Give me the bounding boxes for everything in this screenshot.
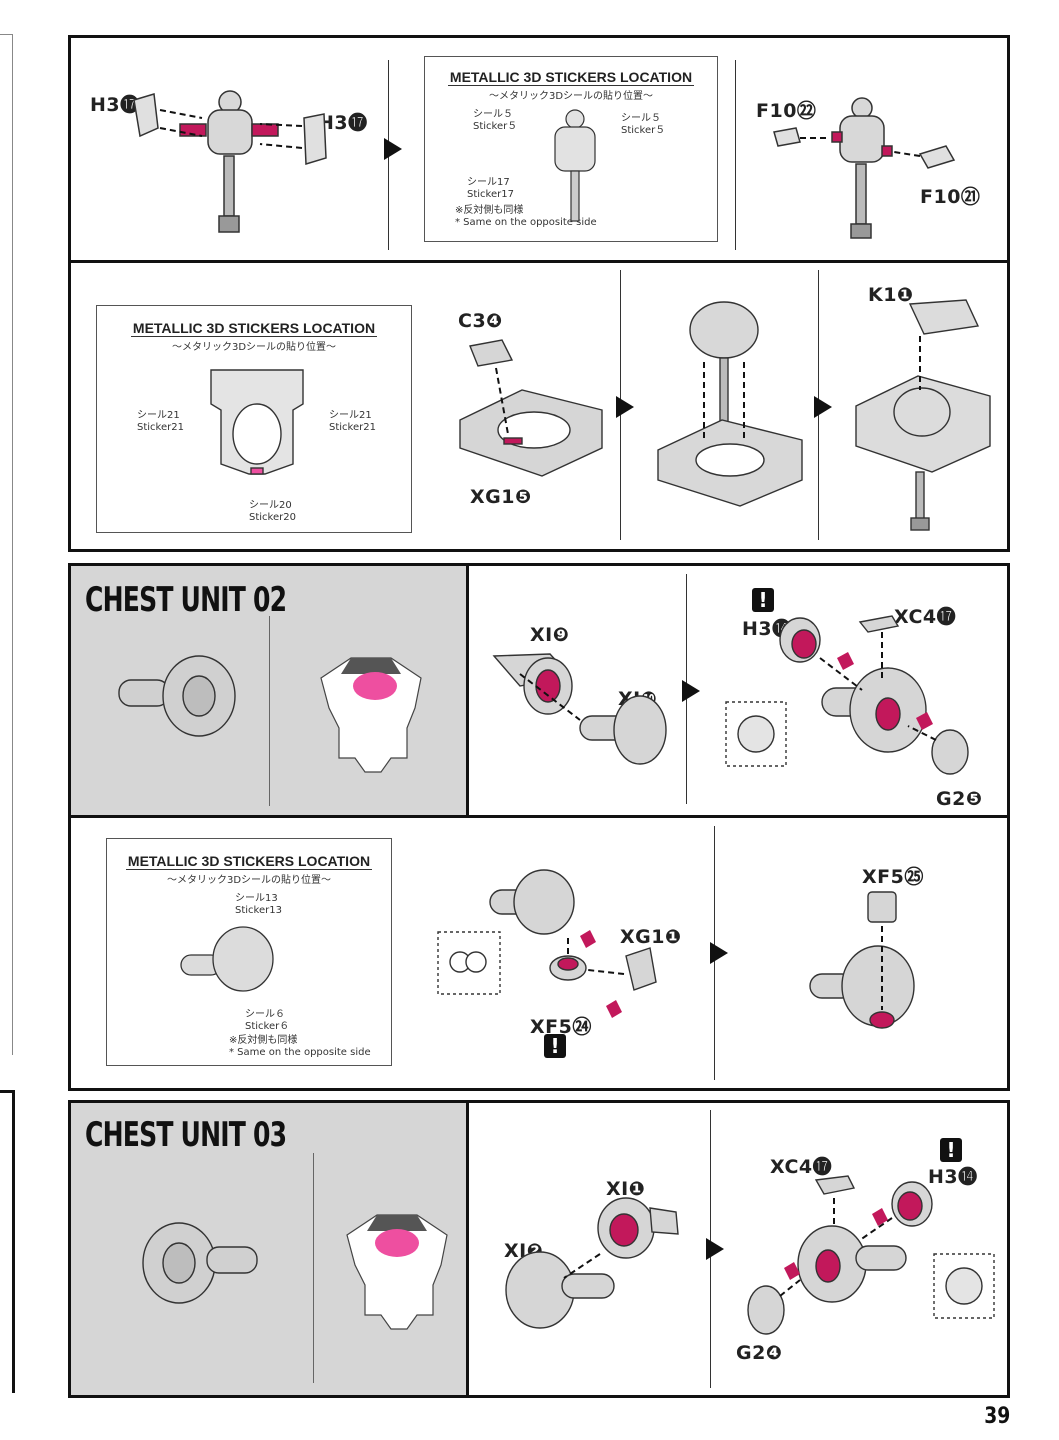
header-divider [269,616,270,806]
frame-c3-illustration [459,339,603,477]
torso-core-illustration [133,90,327,233]
part-label-f10-top: F10㉒ [756,100,817,122]
header-divider [313,1153,314,1383]
part-label-xf5-24: XF5㉔ [530,1016,592,1038]
step-arrow [814,396,832,418]
part-label-h3: H3⓮ [742,618,792,640]
chest-xf5-assembly-illustration [437,869,657,1018]
section-title: CHEST UNIT 03 [85,1115,287,1155]
part-label-h3-right: H3⓱ [318,112,368,134]
sticker-label: シール21 Sticker21 [329,410,376,433]
step-arrow [384,138,402,160]
part-label-xg1: XG1❺ [470,486,532,508]
sticker-label: シール５ Sticker５ [621,113,666,136]
part-label-xi1: XI❶ [606,1178,646,1200]
note-en: * Same on the opposite side [455,217,597,228]
chest-unit-preview [142,1222,258,1304]
sticker-label: シール17 Sticker17 [467,177,514,200]
chest-xf5-final-illustration [809,891,915,1029]
sticker-box-title: METALLIC 3D STICKERS LOCATION [125,853,373,870]
body-location-diagram [346,1214,448,1330]
sticker-box-title: METALLIC 3D STICKERS LOCATION [447,69,695,86]
section-title: CHEST UNIT 02 [85,580,287,620]
part-label-h3: H3⓮ [928,1166,978,1188]
assembly-torso-frame-illustration [657,301,803,507]
step-arrow [616,396,634,418]
part-label-k1: K1❶ [868,284,914,306]
sticker-location-box-1: METALLIC 3D STICKERS LOCATION ～メタリック3Dシー… [424,56,718,242]
sticker-label: シール21 Sticker21 [137,410,184,433]
part-label-f10-bottom: F10㉑ [920,186,981,208]
part-label-xc4: XC4⓱ [770,1156,833,1178]
sticker-box-subtitle: ～メタリック3Dシールの貼り位置～ [488,91,654,102]
sticker-box-title: METALLIC 3D STICKERS LOCATION [130,320,378,337]
chest-unit-preview [118,655,236,737]
sticker-location-box-3: METALLIC 3D STICKERS LOCATION ～メタリック3Dシー… [106,838,392,1066]
left-page-edge-lower [0,1090,15,1393]
chest-xi-illustration [492,653,667,765]
chest03-h3-assembly-illustration [747,1175,995,1335]
section1-divider-2 [735,60,736,250]
left-page-edge [0,34,13,1055]
chest-unit-02-header: CHEST UNIT 02 [71,566,469,815]
torso-sticker-illustration [554,109,596,222]
sticker-label: シール20 Sticker20 [249,500,296,523]
note-jp: ※反対側も同様 [229,1035,298,1046]
body-location-diagram [320,657,422,773]
part-label-xi9: XI❾ [530,624,570,646]
step-arrow [682,680,700,702]
part-label-xc4: XC4⓱ [894,606,957,628]
caution-icon: ! [544,1034,566,1058]
chest-sticker-illustration [180,926,274,992]
part-label-g2: G2❹ [736,1342,783,1364]
sticker-box-subtitle: ～メタリック3Dシールの貼り位置～ [166,875,332,886]
caution-icon: ! [940,1138,962,1162]
sticker-label: シール６ Sticker６ [245,1009,290,1032]
part-label-xf5-25: XF5㉕ [862,866,924,888]
page-number: 39 [984,1404,1011,1429]
note-en: * Same on the opposite side [229,1047,371,1058]
part-label-g2: G2❺ [936,788,983,810]
part-label-xg1: XG1❶ [620,926,682,948]
torso-f10-illustration [773,97,956,239]
chest03-xi-illustration [505,1197,679,1329]
step-arrow [706,1238,724,1260]
sticker-label: シール５ Sticker５ [473,109,518,132]
step-arrow [710,942,728,964]
caution-icon: ! [752,588,774,612]
sticker-location-box-2: METALLIC 3D STICKERS LOCATION ～メタリック3Dシー… [96,305,412,533]
chest-h3-assembly-illustration [725,615,969,775]
sticker-label: シール13 Sticker13 [235,893,282,916]
part-label-h3-left: H3⓱ [90,94,140,116]
chest-unit-03-header: CHEST UNIT 03 [71,1103,469,1395]
sticker-box-subtitle: ～メタリック3Dシールの貼り位置～ [171,342,337,353]
part-label-c3: C3❹ [458,310,503,332]
frame-sticker-illustration [210,369,304,475]
assembly-k1-illustration [855,299,991,531]
note-jp: ※反対側も同様 [455,205,524,216]
